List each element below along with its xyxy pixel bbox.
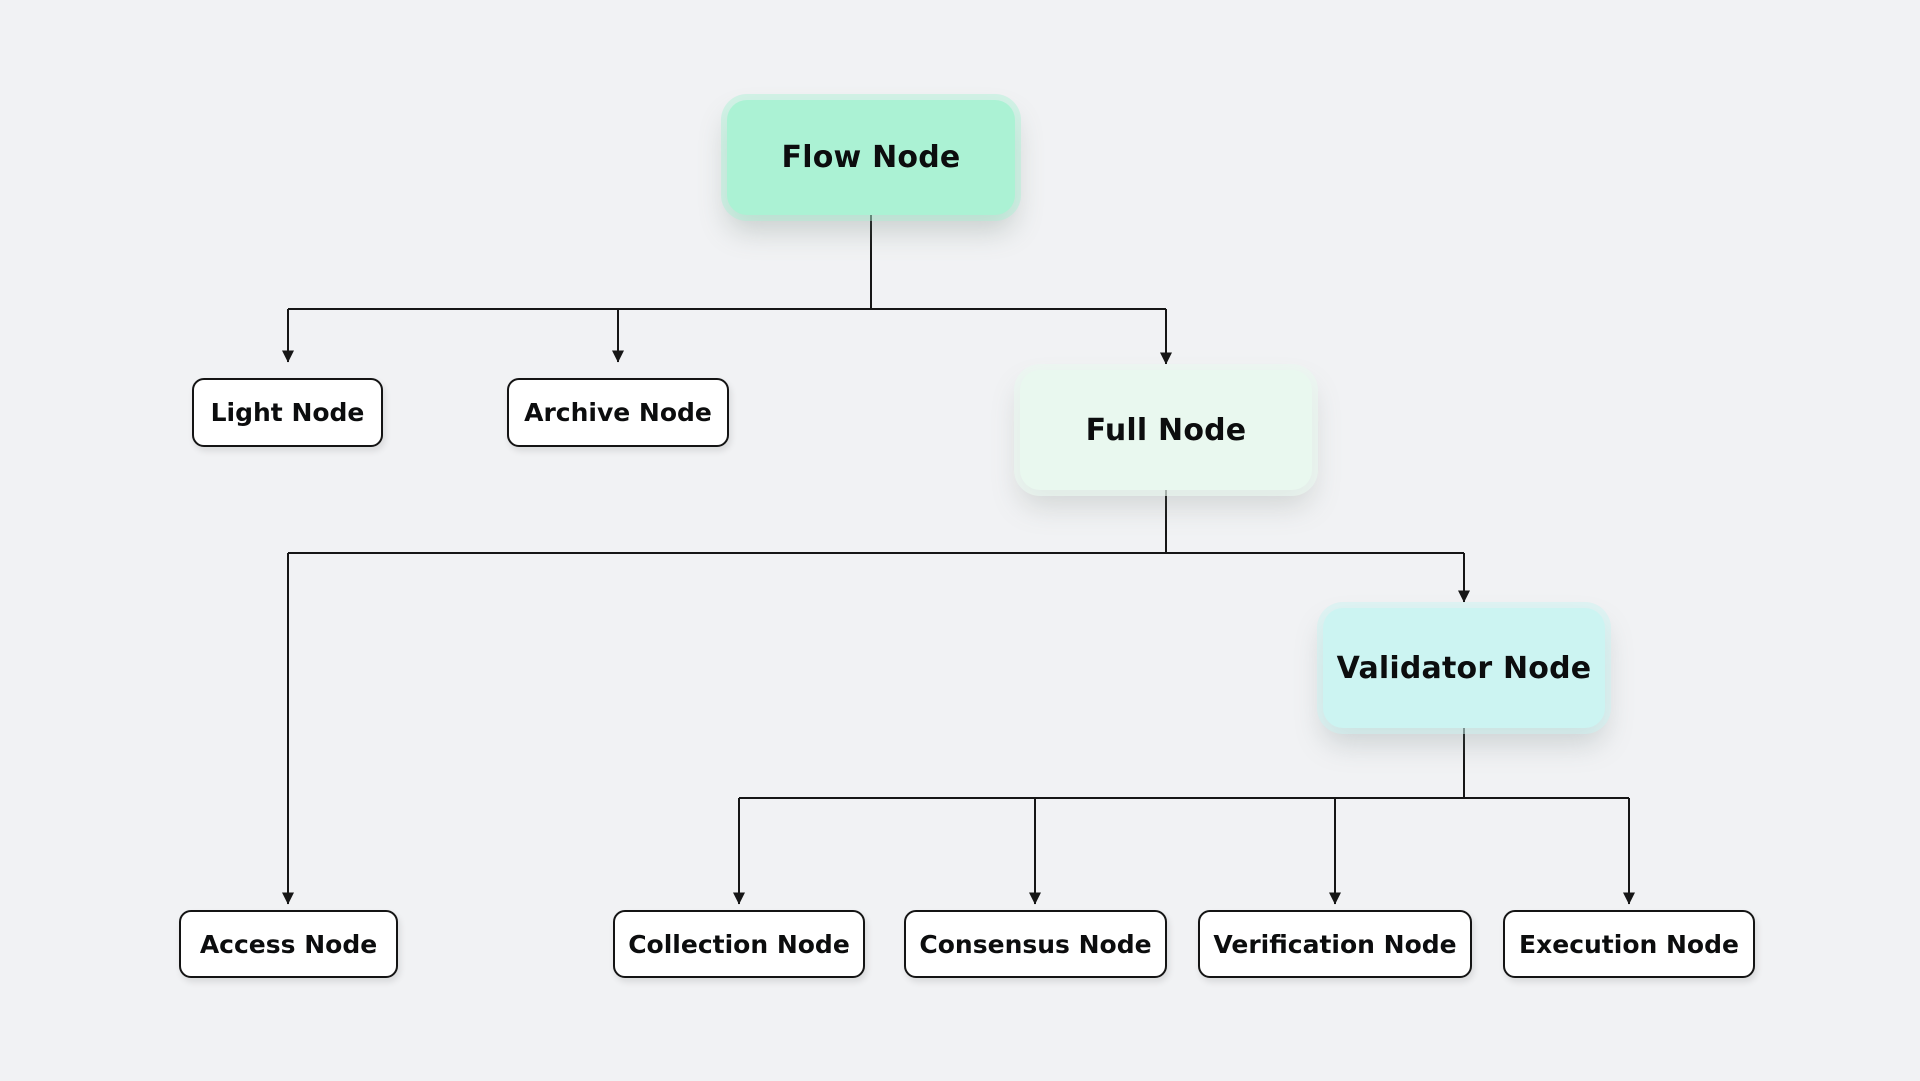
node-archive-label: Archive Node bbox=[524, 398, 712, 427]
node-consensus: Consensus Node bbox=[904, 910, 1167, 978]
node-collection-label: Collection Node bbox=[628, 929, 850, 959]
node-light: Light Node bbox=[192, 378, 383, 447]
node-collection: Collection Node bbox=[613, 910, 865, 978]
node-archive: Archive Node bbox=[507, 378, 729, 447]
node-verification: Verification Node bbox=[1198, 910, 1472, 978]
node-execution-label: Execution Node bbox=[1519, 929, 1739, 959]
node-access-label: Access Node bbox=[199, 929, 378, 959]
node-light-label: Light Node bbox=[210, 398, 365, 427]
node-validator-label: Validator Node bbox=[1336, 650, 1592, 686]
node-verification-label: Verification Node bbox=[1213, 929, 1457, 959]
node-access: Access Node bbox=[179, 910, 398, 978]
node-full: Full Node bbox=[1020, 370, 1312, 490]
node-full-label: Full Node bbox=[1085, 412, 1247, 448]
node-execution: Execution Node bbox=[1503, 910, 1755, 978]
node-flow: Flow Node bbox=[727, 100, 1015, 215]
node-consensus-label: Consensus Node bbox=[919, 929, 1152, 959]
node-flow-label: Flow Node bbox=[781, 140, 961, 175]
node-validator: Validator Node bbox=[1323, 608, 1605, 728]
